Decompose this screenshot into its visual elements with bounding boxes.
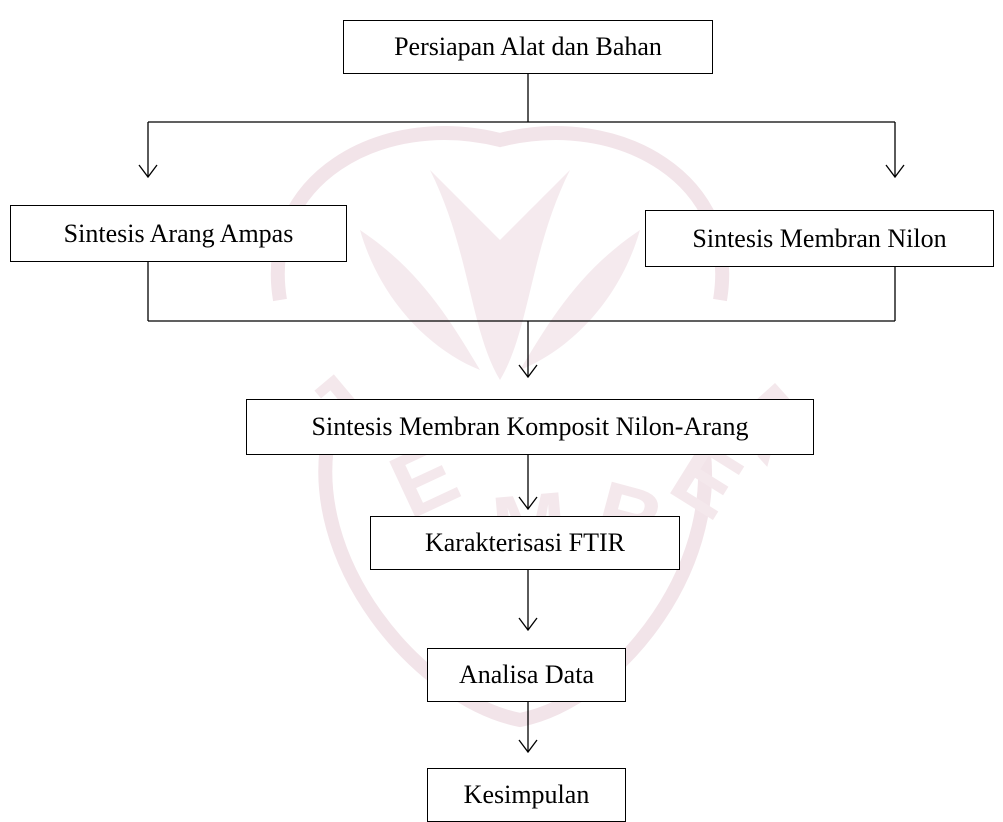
arrowhead-to-ftir — [518, 496, 538, 511]
node-sintesis-membran-nilon: Sintesis Membran Nilon — [645, 210, 994, 267]
arrowhead-to-nilon — [885, 164, 905, 179]
node-persiapan-alat-dan-bahan: Persiapan Alat dan Bahan — [343, 20, 713, 74]
node-sintesis-membran-komposit: Sintesis Membran Komposit Nilon-Arang — [246, 399, 814, 455]
node-kesimpulan: Kesimpulan — [427, 768, 626, 822]
arrowhead-to-komposit — [518, 364, 538, 379]
node-sintesis-arang-ampas: Sintesis Arang Ampas — [10, 205, 347, 262]
node-analisa-data: Analisa Data — [427, 648, 626, 702]
arrowhead-to-arang — [138, 164, 158, 179]
arrowhead-to-kesimpulan — [518, 739, 538, 754]
node-karakterisasi-ftir: Karakterisasi FTIR — [370, 516, 680, 570]
arrowhead-to-analisa — [518, 617, 538, 632]
